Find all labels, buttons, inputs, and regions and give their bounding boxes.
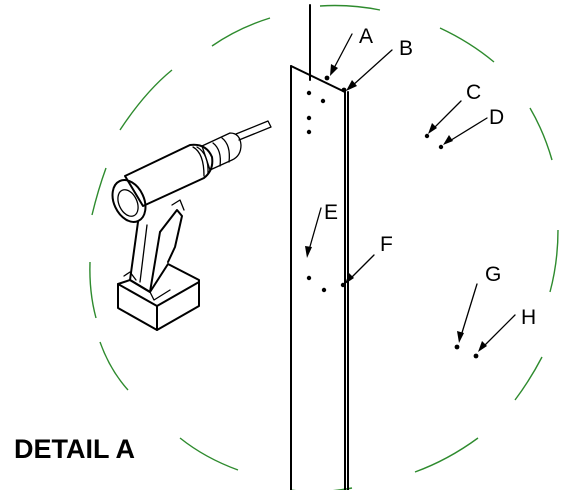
detail-title: DETAIL A [14,434,135,464]
screw-a-point [324,75,330,81]
callout-d: D [489,106,504,129]
fastener-d-point [438,144,444,150]
fastener-g-point [454,344,460,350]
callout-f: F [380,233,393,256]
callout-e: E [324,201,338,224]
pilot-holes [306,90,327,293]
callout-b: B [399,37,413,60]
screw-b-point [341,87,347,93]
cordless-drill-icon [111,120,272,331]
fastener-c-point [424,133,430,139]
leader-arrows [305,33,516,352]
detail-circle [89,4,559,490]
callout-a: A [359,25,373,48]
callout-h: H [521,306,536,329]
vertical-post [290,4,349,490]
screw-f-point [340,282,346,288]
fastener-h-point [473,353,479,359]
callout-g: G [485,263,501,286]
callout-c: C [466,81,481,104]
